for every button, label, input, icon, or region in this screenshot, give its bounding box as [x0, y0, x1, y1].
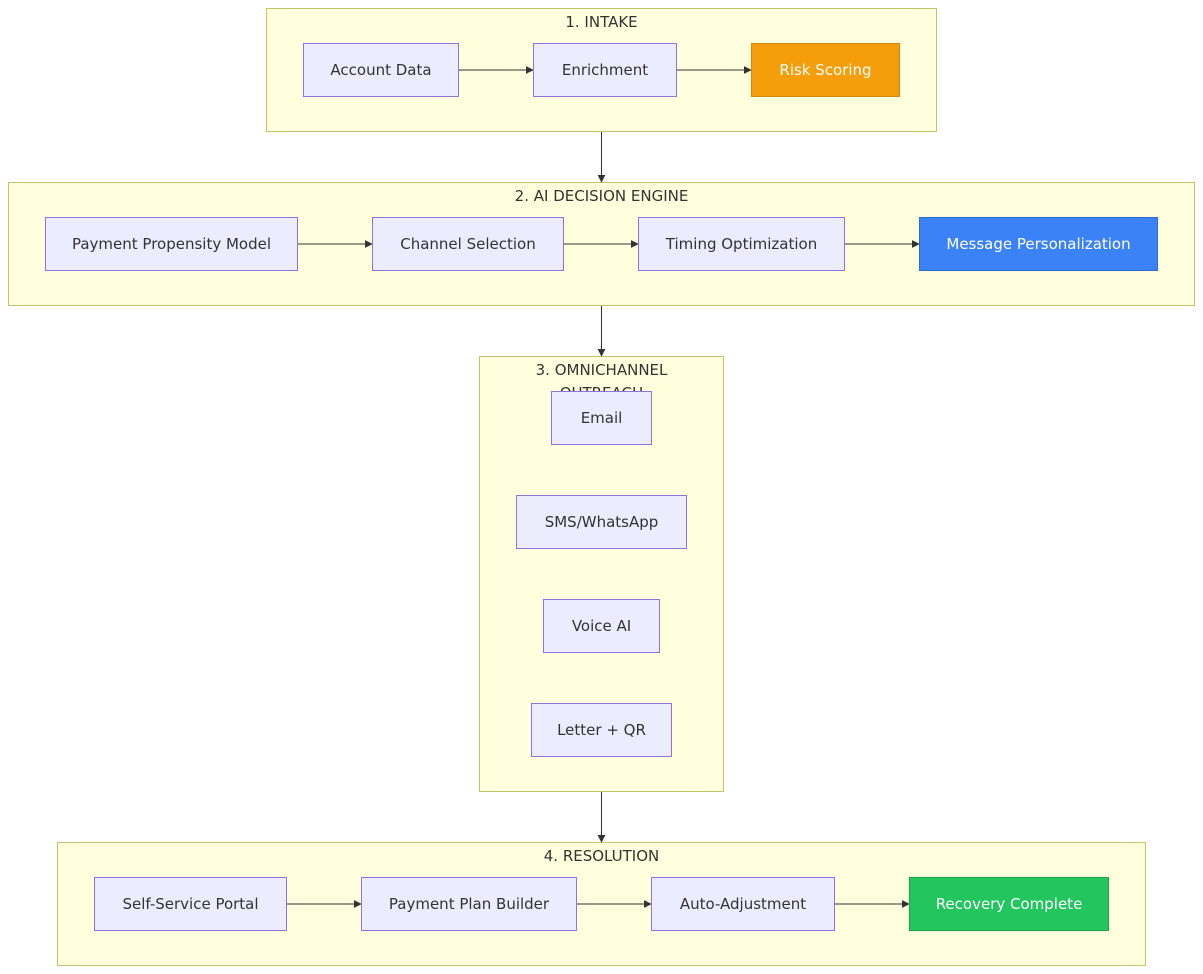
ai-decision-engine-cluster-title: 2. AI DECISION ENGINE	[514, 187, 689, 205]
email-node: Email	[551, 391, 652, 445]
payment-propensity-model-node: Payment Propensity Model	[45, 217, 298, 271]
resolution-cluster-title: 4. RESOLUTION	[543, 847, 660, 865]
letter-qr-node: Letter + QR	[531, 703, 672, 757]
self-service-portal-node: Self-Service Portal	[94, 877, 287, 931]
timing-optimization-node: Timing Optimization	[638, 217, 845, 271]
account-data-node: Account Data	[303, 43, 459, 97]
intake-cluster-title: 1. INTAKE	[565, 13, 638, 31]
risk-scoring-node: Risk Scoring	[751, 43, 900, 97]
message-personalization-node: Message Personalization	[919, 217, 1158, 271]
enrichment-node: Enrichment	[533, 43, 677, 97]
voice-ai-node: Voice AI	[543, 599, 660, 653]
payment-plan-builder-node: Payment Plan Builder	[361, 877, 577, 931]
auto-adjustment-node: Auto-Adjustment	[651, 877, 835, 931]
recovery-complete-node: Recovery Complete	[909, 877, 1109, 931]
sms-whatsapp-node: SMS/WhatsApp	[516, 495, 687, 549]
channel-selection-node: Channel Selection	[372, 217, 564, 271]
